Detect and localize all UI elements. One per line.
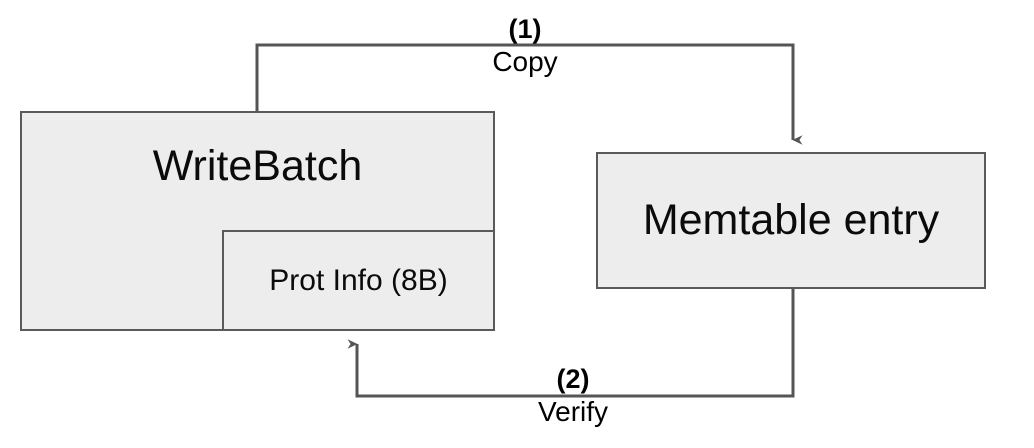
node-memtable-entry-label: Memtable entry xyxy=(642,196,940,244)
edge-verify-caption: Verify xyxy=(537,396,609,427)
edge-verify xyxy=(347,289,795,398)
edge-copy xyxy=(255,43,803,145)
edge-copy-path xyxy=(255,43,803,145)
edge-copy-caption: Copy xyxy=(492,46,558,77)
edge-label-verify: (2) Verify xyxy=(538,366,608,426)
node-prot-info[interactable]: Prot Info (8B) xyxy=(222,230,495,331)
edge-verify-path xyxy=(347,289,795,398)
edge-copy-index: (1) xyxy=(508,14,542,44)
edge-verify-index: (2) xyxy=(556,364,590,394)
node-writebatch-label: WriteBatch xyxy=(152,142,363,190)
node-memtable-entry[interactable]: Memtable entry xyxy=(596,152,986,289)
node-prot-info-label: Prot Info (8B) xyxy=(269,263,448,297)
edge-label-copy: (1) Copy xyxy=(492,16,557,76)
